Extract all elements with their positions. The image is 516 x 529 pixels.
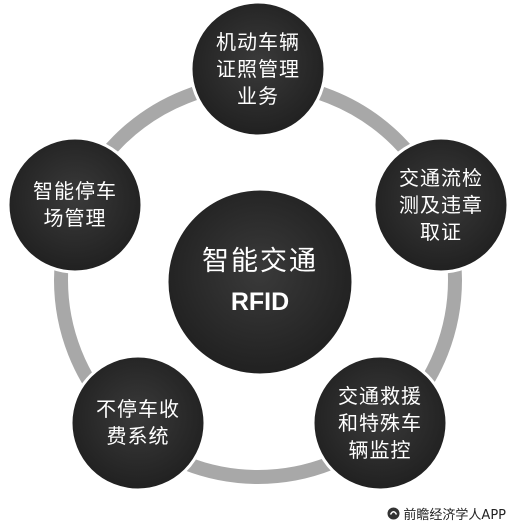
node-circle-bottom-left — [69, 354, 207, 492]
node-left-label: 智能停车 场管理 — [33, 179, 117, 230]
node-circle-bottom-right — [311, 354, 449, 492]
node-right: 交通流检 测及违章 取证 — [374, 138, 508, 272]
center-subtitle: RFID — [230, 288, 290, 316]
node-top-label: 机动车辆 证照管理 业务 — [216, 29, 300, 108]
node-bottom-right-label: 交通救援 和特殊车 辆监控 — [338, 383, 422, 462]
source-credit: 前瞻经济学人APP — [387, 504, 506, 523]
node-circle-left — [6, 136, 144, 274]
node-circle-right — [372, 136, 510, 274]
node-bottom-left: 不停车收 费系统 — [71, 356, 205, 490]
node-left: 智能停车 场管理 — [8, 138, 142, 272]
node-bottom-left-label: 不停车收 费系统 — [96, 397, 180, 448]
node-circle-top — [189, 0, 327, 138]
node-right-label: 交通流检 测及违章 取证 — [399, 165, 483, 244]
node-bottom-right: 交通救援 和特殊车 辆监控 — [313, 356, 447, 490]
center-title: 智能交通 — [202, 246, 318, 277]
center-node: 智能交通 RFID — [168, 190, 352, 374]
brand-logo-icon — [387, 507, 400, 520]
credit-text: 前瞻经济学人APP — [403, 508, 506, 523]
center-circle — [165, 187, 355, 377]
node-top: 机动车辆 证照管理 业务 — [191, 2, 325, 136]
